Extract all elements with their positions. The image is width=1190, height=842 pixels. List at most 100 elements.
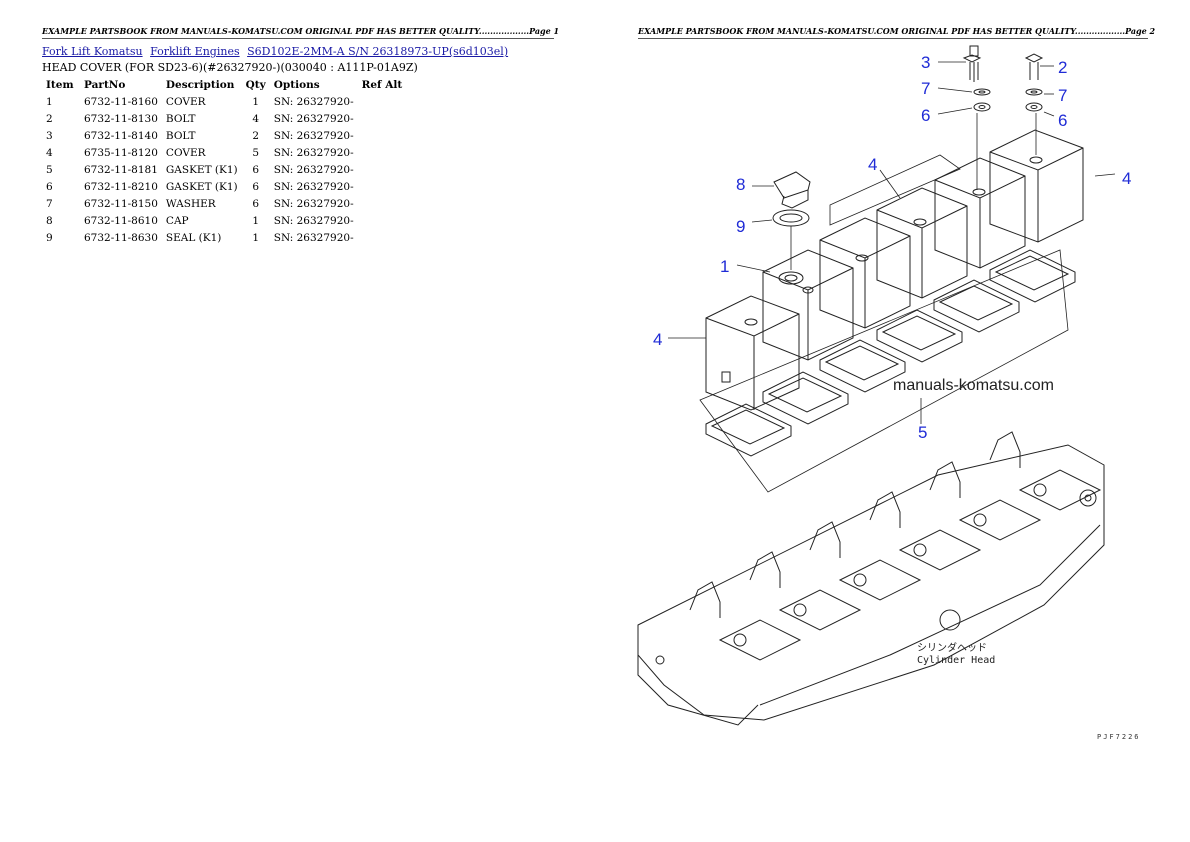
cell-item: 6	[46, 180, 53, 193]
cell-refalt	[358, 161, 407, 178]
cell-item: 2	[46, 112, 53, 125]
cell-qty: 2	[252, 129, 260, 142]
cell-description: GASKET (K1)	[165, 180, 238, 193]
cell-description: COVER	[165, 146, 206, 159]
cell-description: SEAL (K1)	[165, 231, 222, 244]
drawing-number: PJF7226	[1097, 733, 1141, 741]
cover-4-row	[819, 157, 1026, 329]
breadcrumb: Fork Lift Komatsu Forklift Engines S6D10…	[42, 45, 512, 58]
cell-description: WASHER	[165, 197, 216, 210]
cell-qty: 5	[252, 146, 260, 159]
cell-partno: 6735-11-8120	[84, 146, 158, 159]
breadcrumb-link-fork-lift-komatsu[interactable]: Fork Lift Komatsu	[42, 45, 143, 58]
callout-9: 9	[736, 217, 745, 236]
callout-3: 3	[921, 53, 930, 72]
cell-refalt	[358, 110, 407, 127]
col-header-options: Options	[273, 78, 320, 91]
cover-1-with-filler	[762, 249, 854, 361]
cell-partno: 6732-11-8140	[84, 129, 158, 142]
cell-partno: 6732-11-8150	[84, 197, 158, 210]
parts-table: Item PartNo Description Qty Options Ref …	[42, 76, 406, 246]
cell-qty: 1	[252, 231, 260, 244]
callout-6-left: 6	[921, 106, 930, 125]
breadcrumb-link-engine-model[interactable]: S6D102E-2MM-A S/N 26318973-UP(s6d103el)	[247, 45, 509, 58]
cell-refalt	[358, 127, 407, 144]
cell-options: SN: 26327920-	[273, 214, 354, 227]
cell-refalt	[358, 178, 407, 195]
cell-item: 9	[46, 231, 53, 244]
cell-options: SN: 26327920-	[273, 231, 354, 244]
callout-2: 2	[1058, 58, 1067, 77]
col-header-description: Description	[165, 78, 235, 91]
bolt-2-drawing	[1024, 53, 1044, 80]
cell-refalt	[358, 195, 407, 212]
head-cover-exploded-diagram: 3 2 7 7 6 6 4 4 8 9 1 4 5	[637, 45, 1131, 726]
page-title: HEAD COVER (FOR SD23-6)(#26327920-)(0300…	[42, 61, 418, 74]
cylinder-head-drawing	[637, 431, 1105, 726]
cell-options: SN: 26327920-	[273, 112, 354, 125]
callout-7-left: 7	[921, 79, 930, 98]
table-row: 7 6732-11-8150 WASHER 6 SN: 26327920-	[42, 195, 406, 212]
cell-options: SN: 26327920-	[273, 146, 354, 159]
cell-item: 1	[46, 95, 53, 108]
cell-refalt	[358, 93, 407, 110]
callout-7-right: 7	[1058, 86, 1067, 105]
table-header-row: Item PartNo Description Qty Options Ref …	[42, 76, 406, 93]
gasket-5-set	[705, 249, 1076, 457]
cell-qty: 6	[252, 180, 260, 193]
page-header-1: EXAMPLE PARTSBOOK FROM MANUALS-KOMATSU.C…	[42, 26, 559, 39]
seal-9-drawing	[772, 209, 810, 227]
cell-qty: 6	[252, 197, 260, 210]
cell-options: SN: 26327920-	[273, 95, 354, 108]
cell-item: 4	[46, 146, 53, 159]
cell-item: 3	[46, 129, 53, 142]
col-header-partno: PartNo	[84, 78, 126, 91]
cell-item: 7	[46, 197, 53, 210]
callout-4-top: 4	[868, 155, 877, 174]
cover-4-right	[989, 129, 1084, 243]
cell-partno: 6732-11-8610	[84, 214, 158, 227]
cell-description: GASKET (K1)	[165, 163, 238, 176]
cell-options: SN: 26327920-	[273, 129, 354, 142]
callout-6-right: 6	[1058, 111, 1067, 130]
col-header-item: Item	[46, 78, 74, 91]
cylinder-head-label-en: Cylinder Head	[917, 655, 996, 666]
cover-4-left	[705, 295, 800, 411]
cell-refalt	[358, 144, 407, 161]
cell-description: CAP	[165, 214, 189, 227]
cell-partno: 6732-11-8630	[84, 231, 158, 244]
cell-partno: 6732-11-8181	[84, 163, 158, 176]
cell-refalt	[358, 229, 407, 246]
col-header-qty: Qty	[245, 78, 266, 91]
cell-description: BOLT	[165, 112, 196, 125]
watermark: manuals-komatsu.com	[893, 377, 1054, 394]
cell-item: 8	[46, 214, 53, 227]
cell-refalt	[358, 212, 407, 229]
cell-options: SN: 26327920-	[273, 197, 354, 210]
cylinder-head-label: シリンダヘッド Cylinder Head	[917, 643, 995, 667]
callout-4-left: 4	[653, 330, 662, 349]
callout-8: 8	[736, 175, 745, 194]
callout-1: 1	[720, 257, 729, 276]
breadcrumb-link-forklift-engines[interactable]: Forklift Engines	[150, 45, 240, 58]
cell-qty: 6	[252, 163, 260, 176]
cell-partno: 6732-11-8210	[84, 180, 158, 193]
col-header-refalt: Ref Alt	[361, 78, 403, 91]
cell-qty: 1	[252, 95, 260, 108]
cell-partno: 6732-11-8130	[84, 112, 158, 125]
page-header-2: EXAMPLE PARTSBOOK FROM MANUALS-KOMATSU.C…	[638, 26, 1155, 39]
callout-5: 5	[918, 423, 927, 442]
cell-options: SN: 26327920-	[273, 180, 354, 193]
cylinder-head-label-jp: シリンダヘッド	[917, 643, 987, 654]
callout-4-right: 4	[1122, 169, 1131, 188]
table-row: 2 6732-11-8130 BOLT 4 SN: 26327920-	[42, 110, 406, 127]
cell-options: SN: 26327920-	[273, 163, 354, 176]
cell-qty: 4	[252, 112, 260, 125]
table-row: 9 6732-11-8630 SEAL (K1) 1 SN: 26327920-	[42, 229, 406, 246]
table-row: 6 6732-11-8210 GASKET (K1) 6 SN: 26327920-	[42, 178, 406, 195]
cell-description: COVER	[165, 95, 206, 108]
